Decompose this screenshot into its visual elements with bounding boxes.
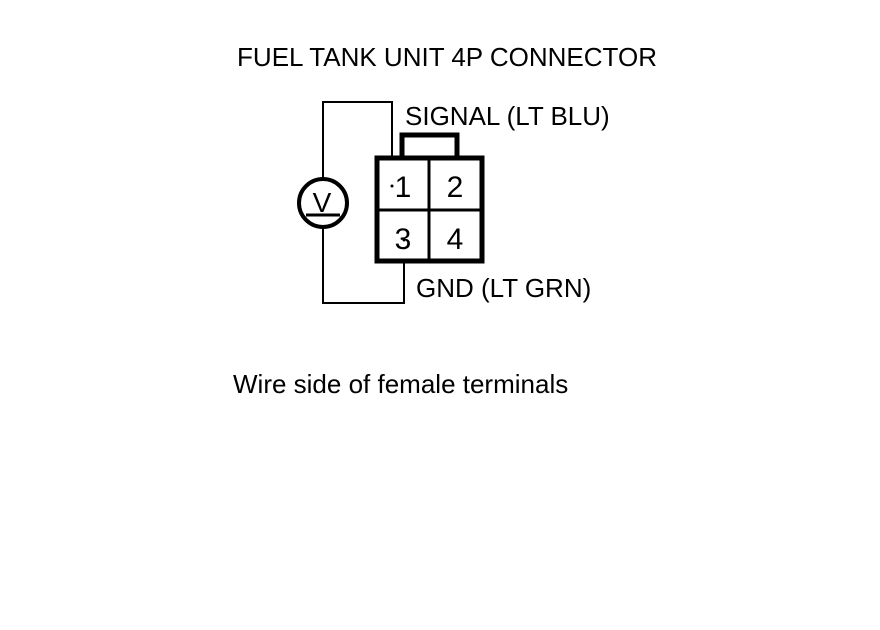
- diagram-title: FUEL TANK UNIT 4P CONNECTOR: [237, 42, 657, 72]
- signal-probe-point: [390, 184, 394, 188]
- test-leads: [322, 101, 405, 304]
- terminal-2-label: 2: [447, 171, 464, 204]
- connector-lock-tab: [399, 132, 460, 161]
- signal-wire-label: SIGNAL (LT BLU): [405, 101, 610, 131]
- voltmeter-symbol: V: [313, 187, 332, 218]
- signal-lead: [322, 101, 393, 186]
- ground-wire-label: GND (LT GRN): [416, 273, 591, 303]
- probe-points: [390, 184, 406, 242]
- connector-4p: 1 2 3 4: [374, 132, 485, 264]
- voltmeter-icon: V: [297, 177, 349, 229]
- ground-lead: [322, 226, 405, 304]
- terminal-4-label: 4: [447, 223, 464, 256]
- terminal-side-caption: Wire side of female terminals: [233, 369, 568, 399]
- ground-probe-point: [402, 238, 406, 242]
- terminal-1-label: 1: [395, 171, 412, 204]
